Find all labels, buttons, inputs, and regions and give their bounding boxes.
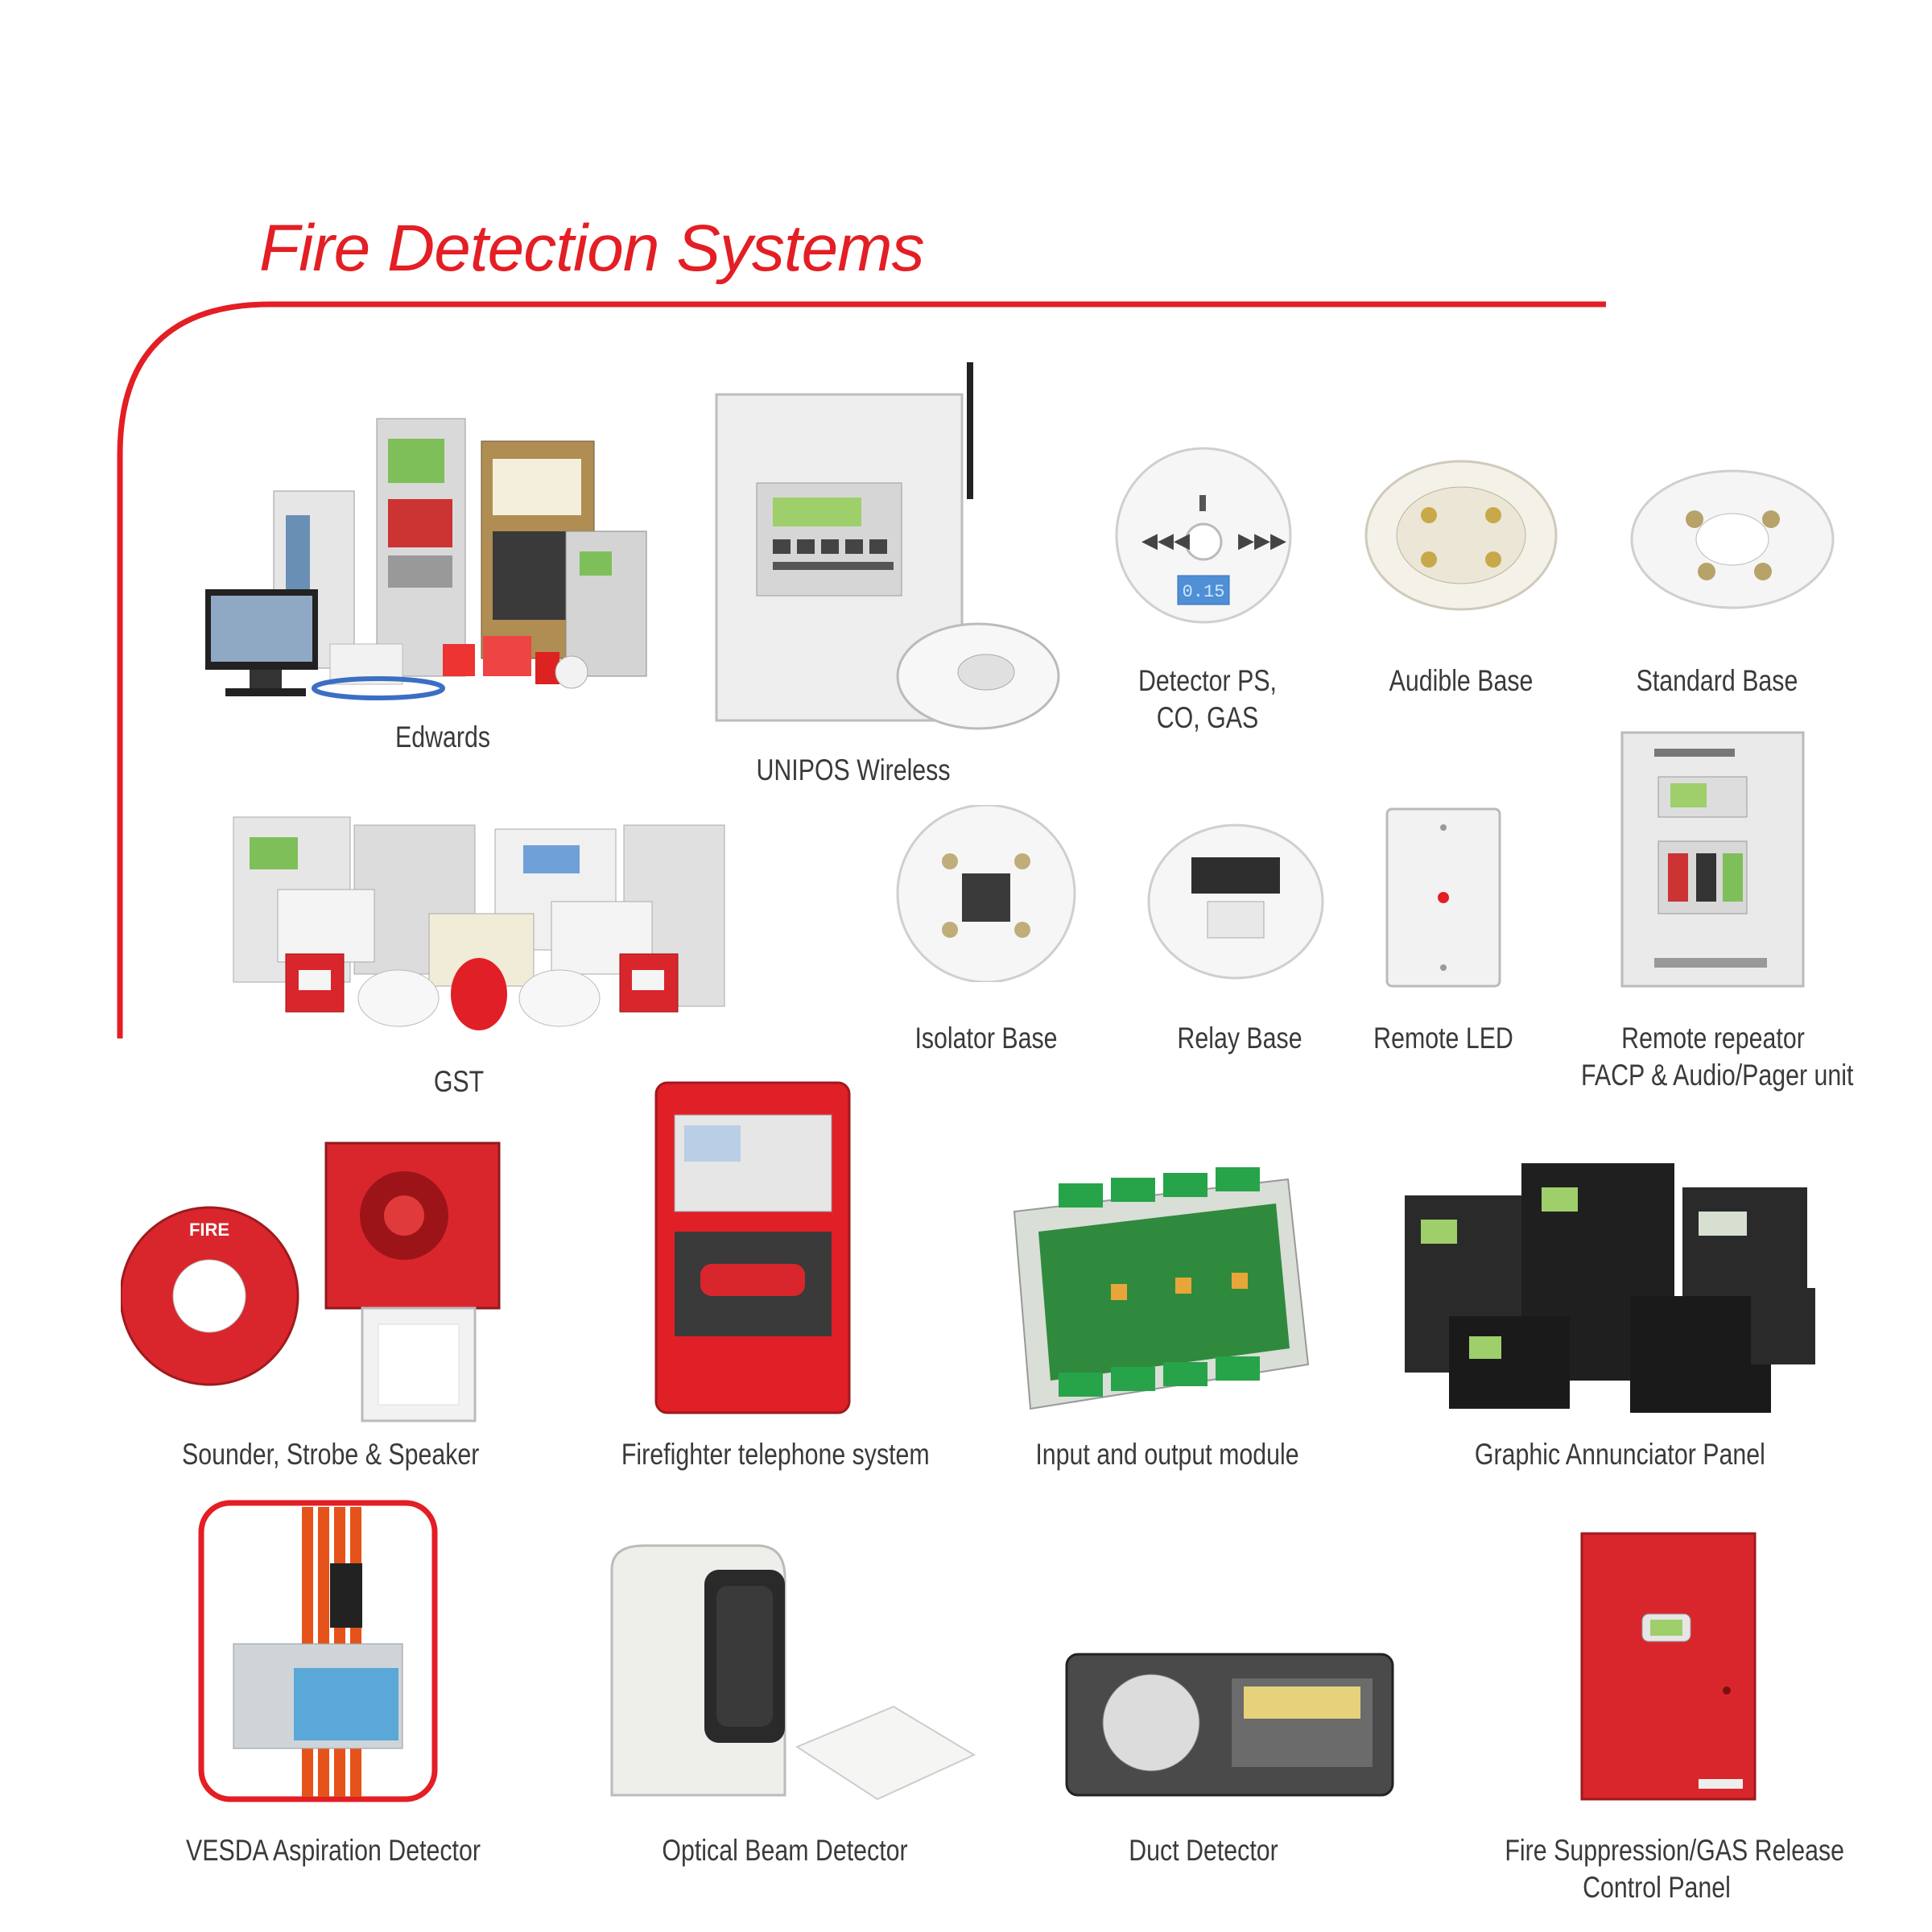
remote-led-product [1383,805,1504,990]
detector-ps-label-line2: CO, GAS [1156,701,1259,734]
relay-base-image [1147,824,1324,980]
red-telephone-panel-image [654,1081,851,1414]
isolator-base-label: Isolator Base [914,1022,1058,1055]
io-module-product [998,1163,1320,1433]
suppression-label-line1: Fire Suppression/GAS Release [1505,1834,1844,1867]
page-title: Fire Detection Systems [259,212,925,285]
sounder-label: Sounder, Strobe & Speaker [182,1438,480,1471]
firefighter-phone-product [652,1079,853,1417]
duct-product [1063,1646,1397,1803]
circuit-module-image [1013,1167,1310,1410]
vesda-product [197,1499,439,1805]
audible-base-product [1364,459,1558,612]
wireless-panel-image [715,362,1060,730]
co-display-readout: 0.15 [1183,582,1225,602]
sounder-strobe-image: FIRE [121,1141,501,1422]
black-panels-image [1405,1163,1815,1413]
red-release-panel-image [1580,1532,1757,1801]
isolator-base-product [894,805,1079,982]
svg-text:◀◀◀: ◀◀◀ [1141,528,1190,552]
duct-detector-image [1065,1653,1394,1797]
remote-repeater-label-line2: FACP & Audio/Pager unit [1581,1059,1854,1092]
gst-collection-image [233,816,725,1030]
standard-base-product [1626,463,1843,616]
isolator-base-image [896,805,1076,982]
fire-badge-text: FIRE [189,1220,229,1240]
relay-base-label: Relay Base [1177,1022,1302,1055]
optical-beam-label: Optical Beam Detector [662,1834,908,1867]
gst-product [229,809,729,1034]
vesda-label: VESDA Aspiration Detector [186,1834,481,1867]
remote-led-label: Remote LED [1373,1022,1513,1055]
annunciator-label: Graphic Annunciator Panel [1474,1438,1765,1471]
co-detector-image: ◀◀◀ ▶▶▶ 0.15 [1115,447,1292,624]
suppression-label-line2: Control Panel [1583,1871,1731,1904]
duct-label: Duct Detector [1129,1834,1278,1867]
vesda-image [198,1500,438,1802]
detector-ps-label-line1: Detector PS, [1137,664,1277,697]
repeater-panel-image [1620,731,1805,988]
relay-base-product [1147,821,1324,982]
remote-repeater-product [1618,729,1811,990]
detector-ps-product: ◀◀◀ ▶▶▶ 0.15 [1109,447,1298,624]
standard-base-label: Standard Base [1636,664,1798,697]
annunciator-product [1401,1159,1819,1417]
edwards-label: Edwards [394,720,491,753]
suppression-product [1578,1530,1759,1803]
remote-repeater-label-line1: Remote repeator [1621,1022,1805,1055]
gst-label: GST [433,1065,485,1098]
remote-led-plate-image [1385,807,1501,988]
firefighter-phone-label: Firefighter telephone system [621,1438,930,1471]
fire-panel-collection-image [205,418,647,700]
svg-text:▶▶▶: ▶▶▶ [1238,528,1286,552]
standard-base-image [1630,469,1835,609]
audible-base-label: Audible Base [1389,664,1534,697]
audible-base-image [1364,460,1558,611]
unipos-label: UNIPOS Wireless [756,753,951,786]
edwards-product [201,411,668,716]
optical-beam-product [596,1538,990,1803]
io-module-label: Input and output module [1035,1438,1299,1471]
beam-detector-image [610,1544,976,1801]
sounder-product: FIRE [121,1135,531,1425]
unipos-product [708,362,1063,733]
